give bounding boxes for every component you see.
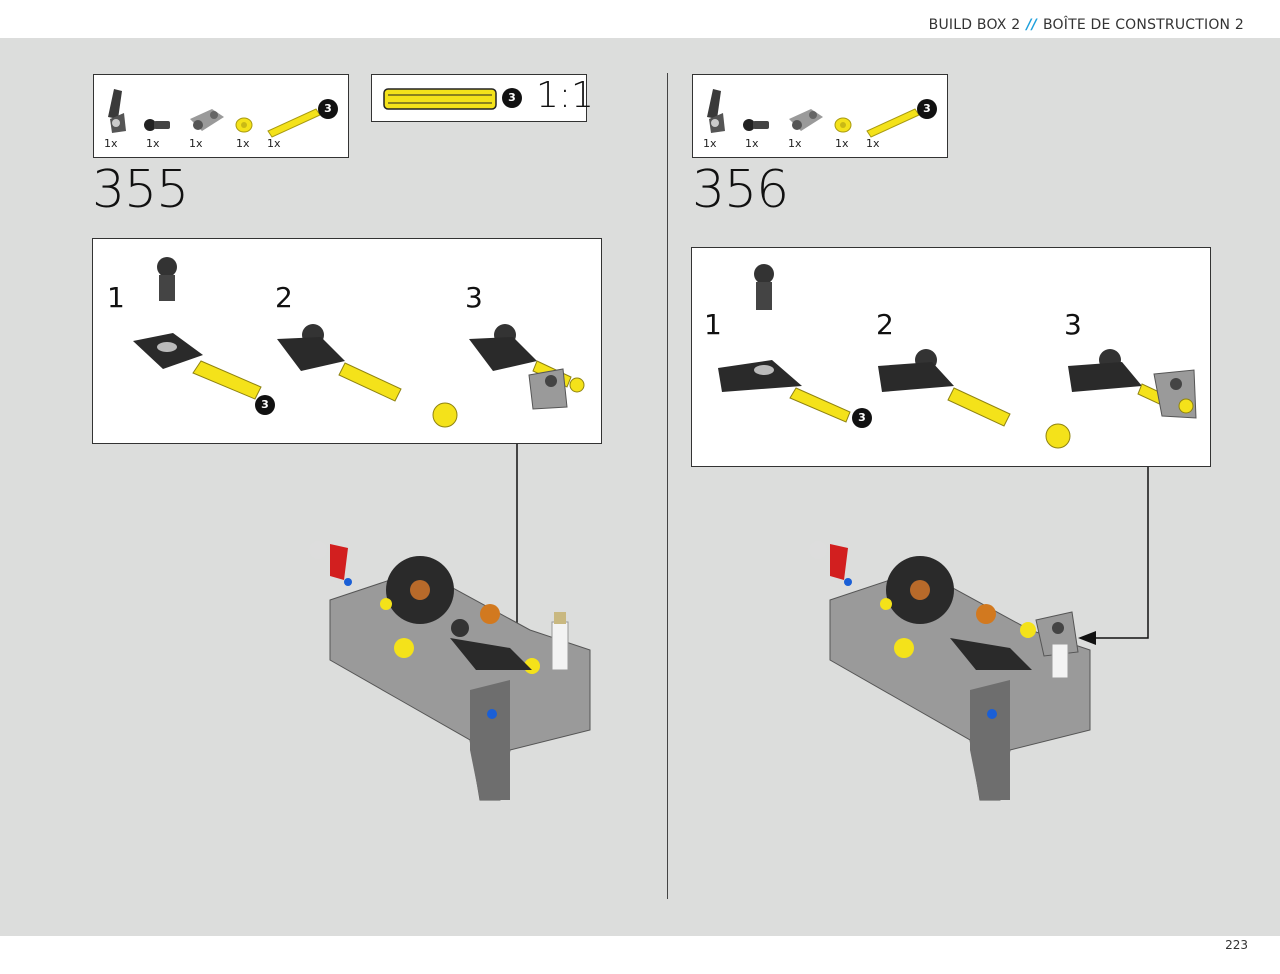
substep-label-1: 1 — [107, 281, 125, 314]
red-part — [309, 541, 348, 580]
substep-3-illustration — [469, 324, 585, 410]
axle-length-badge: 3 — [917, 99, 937, 119]
header-title-fr: BOÎTE DE CONSTRUCTION 2 — [1042, 17, 1244, 33]
ball-joint-icon — [144, 119, 170, 131]
white-posts — [551, 612, 569, 671]
scale-ratio: 1:1 — [536, 75, 594, 116]
blue-pins — [844, 578, 997, 719]
substep-1-illustration — [133, 257, 262, 400]
yellow-details — [880, 598, 1036, 658]
part-qty-3: 1x — [788, 137, 802, 150]
page-header: BUILD BOX 2 // BOÎTE DE CONSTRUCTION 2 — [0, 0, 1280, 38]
axle-length-badge: 3 — [318, 99, 338, 119]
scale-badge: 3 — [502, 88, 522, 108]
gray-frame — [329, 569, 591, 801]
part-qty-5: 1x — [866, 137, 880, 150]
gear — [386, 556, 454, 624]
subassembly-box-356: 1 2 3 3 — [691, 247, 1211, 467]
gray-connector-icon — [190, 109, 224, 131]
step-number-356: 356 — [692, 160, 789, 220]
substep-2-illustration — [878, 349, 1073, 449]
new-arm-assembly — [450, 619, 532, 670]
parts-illustration-355 — [108, 89, 321, 138]
substep-1-badge: 3 — [255, 395, 275, 415]
part-qty-4: 1x — [236, 137, 250, 150]
part-qty-1: 1x — [703, 137, 717, 150]
substep-1-badge: 3 — [852, 408, 872, 428]
yellow-bush-icon — [834, 117, 852, 133]
page-divider — [667, 73, 668, 899]
yellow-bush-icon — [235, 117, 253, 133]
substep-label-1: 1 — [704, 308, 722, 341]
parts-list-355: 1x 1x 1x 1x 1x 3 — [93, 74, 349, 158]
orange-part — [976, 604, 996, 624]
ball-joint-icon — [743, 119, 769, 131]
gray-frame — [829, 569, 1091, 801]
part-qty-3: 1x — [189, 137, 203, 150]
angled-connector-icon — [707, 89, 725, 133]
substep-3-illustration — [1068, 349, 1197, 419]
subassembly-illustration-355 — [133, 257, 585, 428]
part-qty-4: 1x — [835, 137, 849, 150]
new-arm-assembly — [950, 611, 1079, 670]
header-separator: // — [1026, 17, 1037, 33]
blue-pins — [344, 578, 497, 719]
scale-reference-box: 3 1:1 — [371, 74, 594, 122]
parts-list-356: 1x 1x 1x 1x 1x 3 — [692, 74, 948, 158]
substep-1-illustration — [718, 264, 851, 423]
white-posts — [1051, 643, 1069, 679]
subassembly-box-355: 1 2 3 3 — [92, 238, 602, 444]
model-assembly-356 — [809, 541, 1091, 801]
yellow-details — [380, 598, 540, 674]
gray-connector-icon — [789, 109, 823, 131]
subassembly-illustration-356 — [718, 264, 1197, 449]
substep-2-illustration — [277, 324, 460, 428]
model-assembly-355 — [309, 541, 591, 801]
step-number-355: 355 — [92, 160, 189, 220]
gear — [886, 556, 954, 624]
orange-part — [480, 604, 500, 624]
page-footer: 223 — [0, 936, 1280, 974]
part-qty-1: 1x — [104, 137, 118, 150]
substep-label-2: 2 — [275, 281, 293, 314]
instruction-page — [0, 38, 1280, 936]
page-number: 223 — [1225, 938, 1248, 952]
part-qty-5: 1x — [267, 137, 281, 150]
part-qty-2: 1x — [745, 137, 759, 150]
part-qty-2: 1x — [146, 137, 160, 150]
header-title-en: BUILD BOX 2 — [928, 17, 1021, 33]
red-part — [809, 541, 848, 580]
parts-illustration-356 — [707, 89, 920, 138]
scale-axle-illustration — [383, 88, 497, 110]
substep-label-3: 3 — [465, 281, 483, 314]
substep-label-3: 3 — [1064, 308, 1082, 341]
header-title: BUILD BOX 2 // BOÎTE DE CONSTRUCTION 2 — [929, 17, 1244, 33]
angled-connector-icon — [108, 89, 126, 133]
substep-label-2: 2 — [876, 308, 894, 341]
